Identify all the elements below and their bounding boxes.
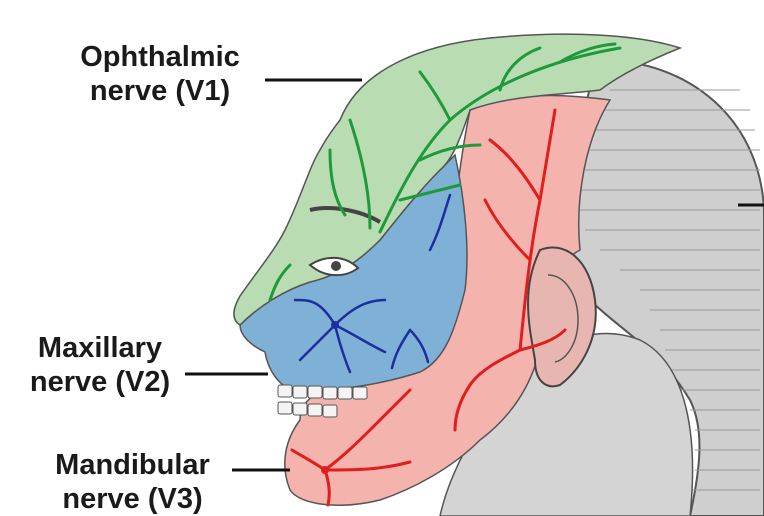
mandibular-nerve-label: Mandibular nerve (V3) bbox=[30, 448, 235, 516]
maxillary-nerve-label-line1: Maxillary bbox=[20, 331, 180, 365]
mandibular-nerve-label-line1: Mandibular bbox=[30, 448, 235, 482]
eye-iris bbox=[331, 261, 341, 271]
maxillary-nerve-label-line2: nerve (V2) bbox=[20, 365, 180, 399]
v3-nerve-foramen bbox=[321, 466, 329, 474]
ophthalmic-nerve-label-line1: Ophthalmic bbox=[60, 40, 260, 74]
ophthalmic-nerve-label-line2: nerve (V1) bbox=[60, 74, 260, 108]
v2-nerve-foramen bbox=[331, 321, 339, 329]
ophthalmic-nerve-label: Ophthalmic nerve (V1) bbox=[60, 40, 260, 108]
mandibular-nerve-label-line2: nerve (V3) bbox=[30, 482, 235, 516]
maxillary-nerve-label: Maxillary nerve (V2) bbox=[20, 331, 180, 399]
